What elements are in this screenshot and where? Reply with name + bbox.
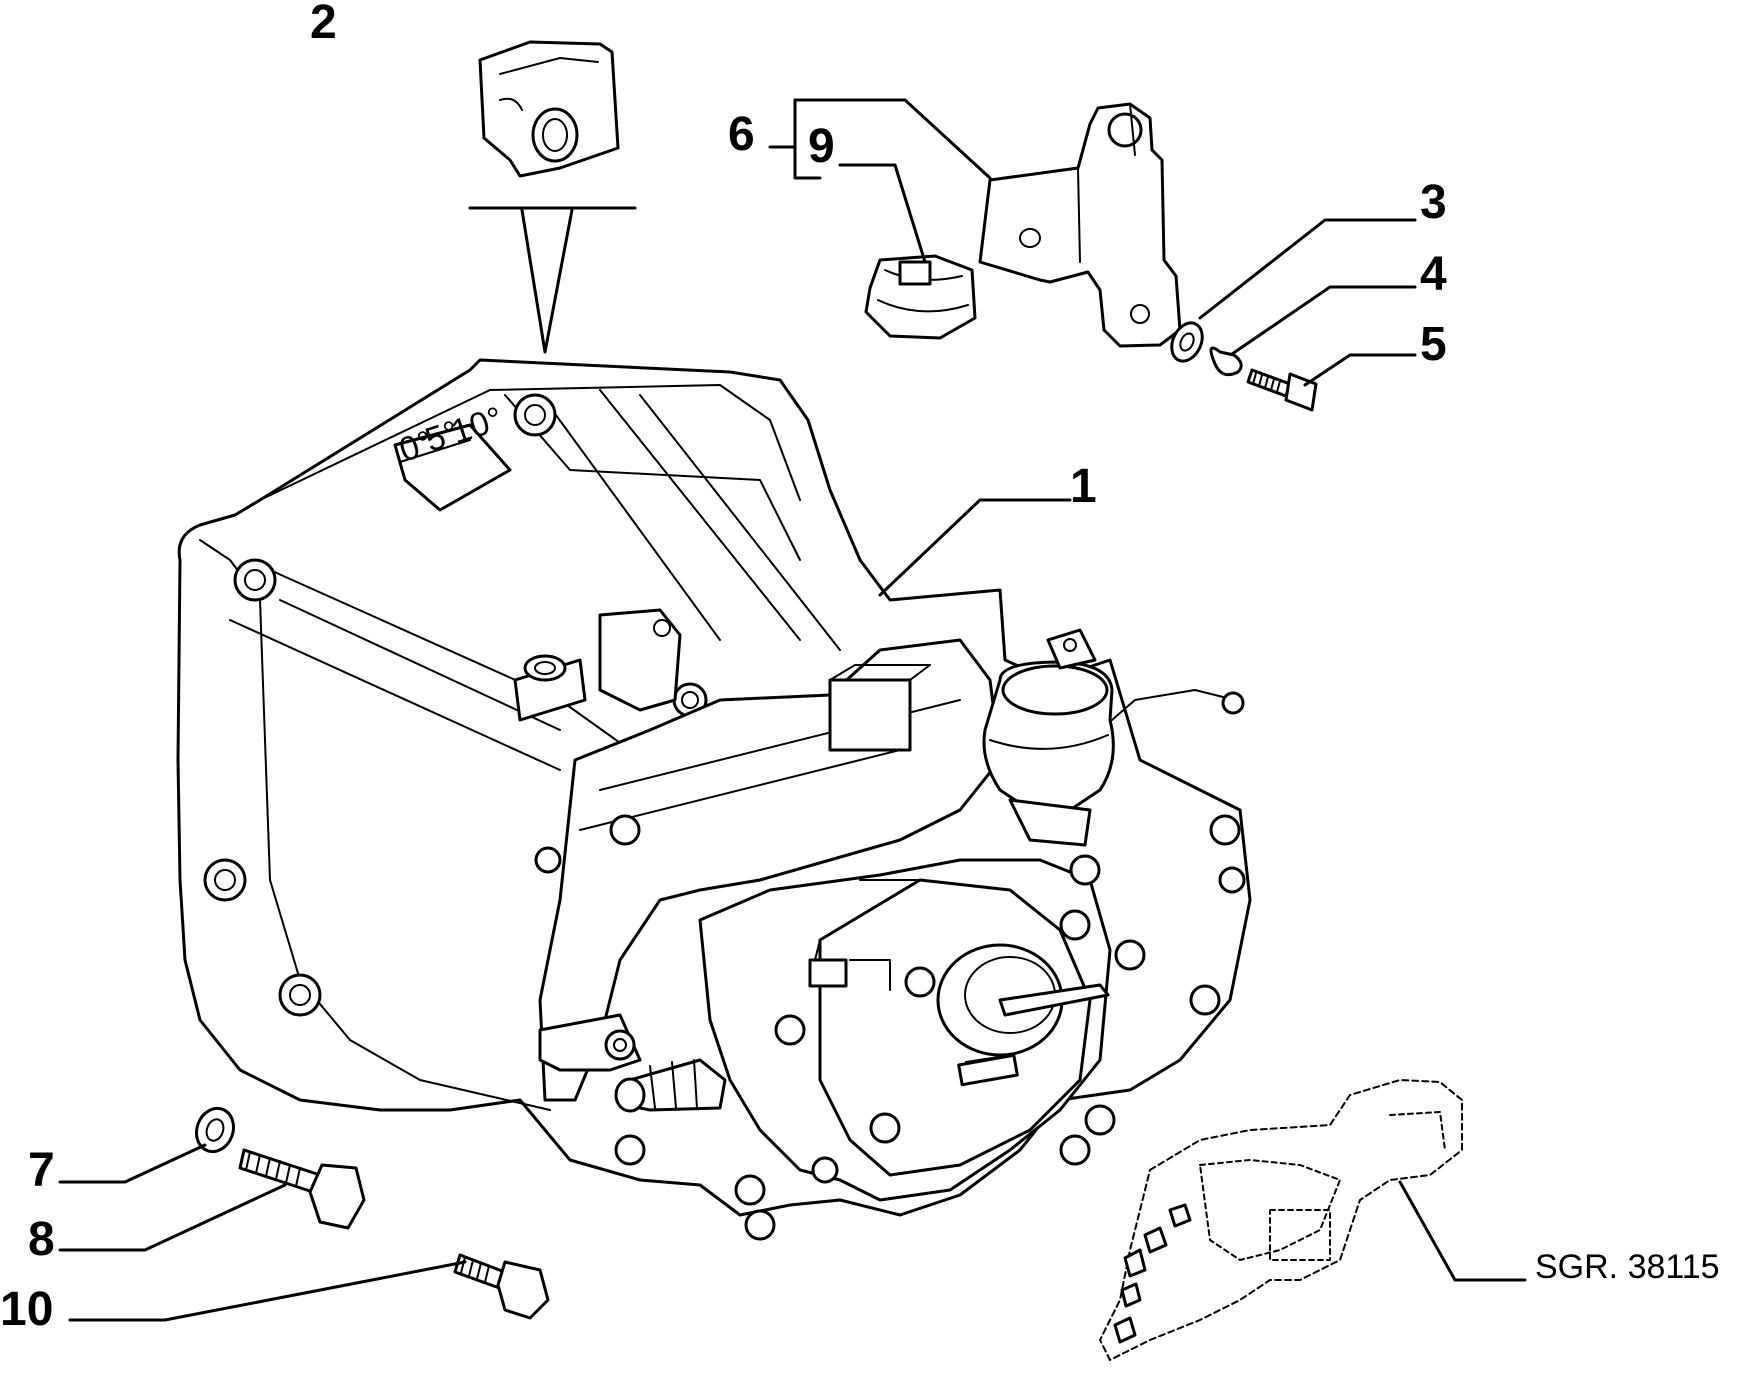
part-1-gearbox: 0° 5° 10° [176,358,1252,1241]
callout-9: 9 [808,120,835,173]
callout-2: 2 [310,0,337,49]
body-bolts [534,814,1246,1241]
part-6-9-leader [768,98,992,264]
part-6-bracket [978,102,1182,348]
callout-5: 5 [1420,318,1447,371]
callout-10: 10 [0,1283,53,1336]
callout-4: 4 [1420,248,1447,301]
part-1-leader [878,498,1072,597]
part-3-4-5-leaders [1198,218,1417,387]
part-5-screw [1246,368,1318,412]
callout-6: 6 [728,108,755,161]
part-9-clip [864,254,977,340]
reference-leader [1398,1180,1527,1282]
reference-sketch [1099,1079,1463,1361]
part-10-flange-bolt [453,1253,550,1320]
callout-7: 7 [28,1144,55,1197]
reference-code: SGR. 38115 [1535,1248,1720,1286]
part-4-lock-washer [1209,346,1243,377]
part-2-pointer [468,206,637,354]
part-7-washer [194,1106,236,1154]
callout-3: 3 [1420,176,1447,229]
part-3-washer [1170,321,1204,363]
part-2-mount-pad [478,40,620,178]
part-7-8-10-leaders [58,1143,467,1322]
part-8-bolt [238,1148,366,1230]
callout-1: 1 [1070,460,1097,513]
callout-8: 8 [28,1213,55,1266]
